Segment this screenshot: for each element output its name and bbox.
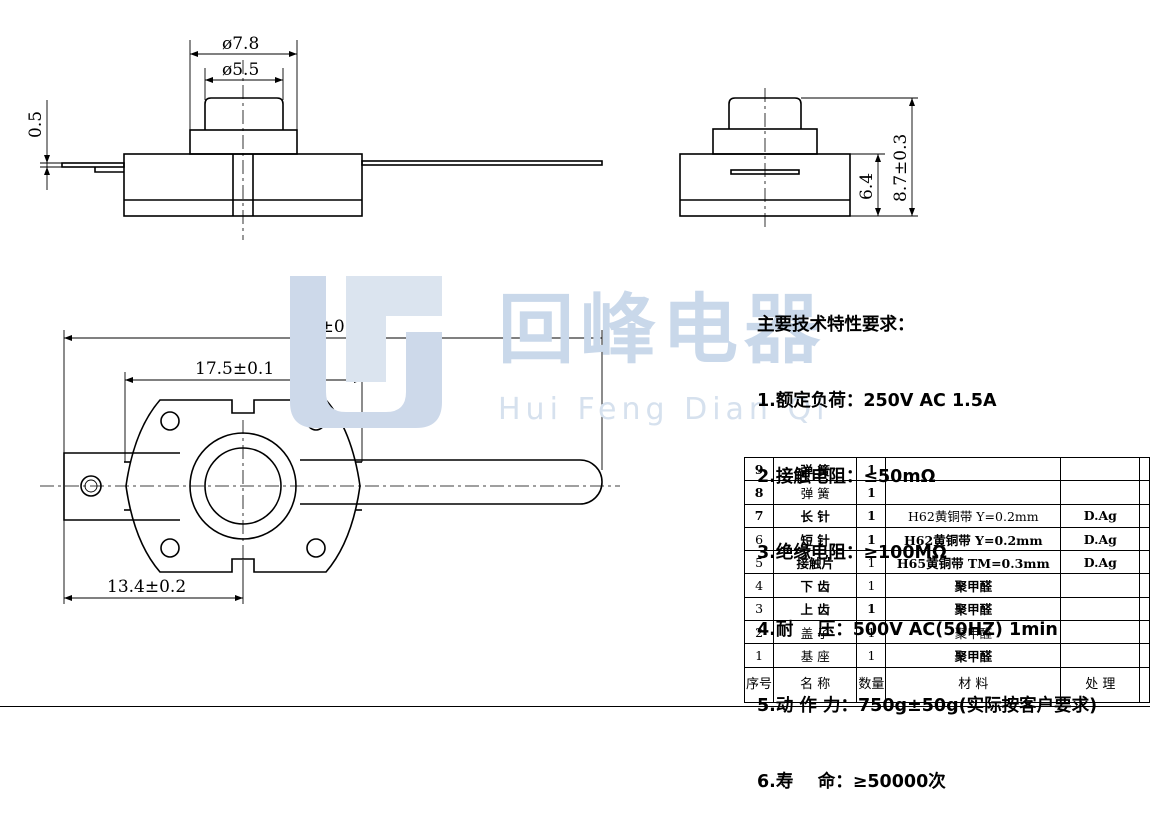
bom-finish	[1060, 620, 1141, 645]
bom-header-finish: 处 理	[1060, 666, 1141, 703]
bom-name: 短 针	[773, 526, 858, 552]
dim-pin-offset: 13.4±0.2	[107, 577, 186, 597]
bom-material: H65黄铜带 TM=0.3mm	[885, 550, 1062, 575]
bom-table: 9 弹 簧 1 8 弹 簧 1 7 长 针 1 H62黄铜带 Y=0.2mm D…	[743, 456, 1150, 703]
bom-header-name: 名 称	[773, 666, 858, 703]
bom-material: 聚甲醛	[885, 620, 1062, 645]
table-row: 5 接触片 1 H65黄铜带 TM=0.3mm D.Ag	[743, 550, 1150, 575]
bom-extra	[1139, 666, 1150, 703]
bom-header-qty: 数量	[856, 666, 887, 703]
table-row: 3 上 齿 1 聚甲醛	[743, 596, 1150, 622]
bom-extra	[1139, 503, 1150, 528]
bom-qty: 1	[856, 456, 887, 482]
table-row: 4 下 齿 1 聚甲醛	[743, 573, 1150, 598]
bom-header-no: 序号	[743, 666, 775, 703]
dim-height-total: 8.7±0.3	[891, 134, 911, 202]
bom-qty: 1	[856, 573, 887, 598]
table-row: 8 弹 簧 1	[743, 480, 1150, 505]
table-row: 7 长 针 1 H62黄铜带 Y=0.2mm D.Ag	[743, 503, 1150, 528]
bom-no: 8	[743, 480, 775, 505]
top-view: 40±0.5 17.5±0.1 13.4±0.2	[40, 317, 620, 604]
bom-material	[885, 480, 1062, 505]
watermark-subtitle: Hui Feng Dian Qi	[498, 392, 830, 427]
table-row: 9 弹 簧 1	[743, 456, 1150, 482]
watermark-logo	[290, 276, 442, 428]
bom-material: 聚甲醛	[885, 643, 1062, 668]
dim-offset: 0.5	[26, 111, 46, 138]
bom-extra	[1139, 573, 1150, 598]
bom-extra	[1139, 643, 1150, 668]
front-view: ø7.8 ø5.5 0.5	[26, 34, 603, 240]
table-row: 2 盖 子 1 聚甲醛	[743, 620, 1150, 645]
bom-finish	[1060, 573, 1141, 598]
bom-extra	[1139, 480, 1150, 505]
side-view: 6.4 8.7±0.3	[679, 88, 918, 228]
bom-extra	[1139, 596, 1150, 622]
table-row: 6 短 针 1 H62黄铜带 Y=0.2mm D.Ag	[743, 526, 1150, 552]
bom-qty: 1	[856, 620, 887, 645]
bom-no: 4	[743, 573, 775, 598]
bom-name: 弹 簧	[773, 480, 858, 505]
bom-extra	[1139, 620, 1150, 645]
bom-no: 7	[743, 503, 775, 528]
bottom-border	[0, 706, 1150, 707]
bom-header-material: 材 料	[885, 666, 1062, 703]
bom-qty: 1	[856, 503, 887, 528]
bom-name: 接触片	[773, 550, 858, 575]
bom-name: 长 针	[773, 503, 858, 528]
bom-material: 聚甲醛	[885, 596, 1062, 622]
bom-material: H62黄铜带 Y=0.2mm	[885, 526, 1062, 552]
bom-no: 3	[743, 596, 775, 622]
bom-no: 5	[743, 550, 775, 575]
dim-height-body: 6.4	[857, 173, 877, 200]
bom-finish	[1060, 643, 1141, 668]
bom-finish: D.Ag	[1060, 526, 1141, 552]
bom-finish	[1060, 456, 1141, 482]
bom-extra	[1139, 550, 1150, 575]
bom-name: 盖 子	[773, 620, 858, 645]
watermark-title: 回峰电器	[498, 285, 826, 374]
table-row: 1 基 座 1 聚甲醛	[743, 643, 1150, 668]
bom-qty: 1	[856, 596, 887, 622]
bom-qty: 1	[856, 643, 887, 668]
spec-item: 1.额定负荷：250V AC 1.5A	[757, 391, 997, 412]
bom-extra	[1139, 526, 1150, 552]
bom-finish: D.Ag	[1060, 550, 1141, 575]
bom-name: 上 齿	[773, 596, 858, 622]
bom-no: 6	[743, 526, 775, 552]
bom-material	[885, 456, 1062, 482]
bom-no: 9	[743, 456, 775, 482]
bom-finish: D.Ag	[1060, 503, 1141, 528]
dim-hole-spacing: 17.5±0.1	[195, 359, 274, 379]
bom-extra	[1139, 456, 1150, 482]
bom-finish	[1060, 480, 1141, 505]
bom-qty: 1	[856, 480, 887, 505]
bom-name: 基 座	[773, 643, 858, 668]
bom-no: 2	[743, 620, 775, 645]
bom-finish	[1060, 596, 1141, 622]
table-header-row: 序号 名 称 数量 材 料 处 理	[743, 666, 1150, 703]
bom-qty: 1	[856, 526, 887, 552]
bom-qty: 1	[856, 550, 887, 575]
bom-material: 聚甲醛	[885, 573, 1062, 598]
bom-material: H62黄铜带 Y=0.2mm	[885, 503, 1062, 528]
dim-dia-outer: ø7.8	[222, 34, 259, 54]
bom-name: 弹 簧	[773, 456, 858, 482]
spec-heading: 主要技术特性要求：	[757, 314, 915, 335]
dim-dia-inner: ø5.5	[222, 60, 259, 80]
bom-name: 下 齿	[773, 573, 858, 598]
bom-no: 1	[743, 643, 775, 668]
spec-item: 6.寿 命：≥50000次	[757, 772, 946, 793]
technical-drawing: ø7.8 ø5.5 0.5	[26, 34, 918, 604]
